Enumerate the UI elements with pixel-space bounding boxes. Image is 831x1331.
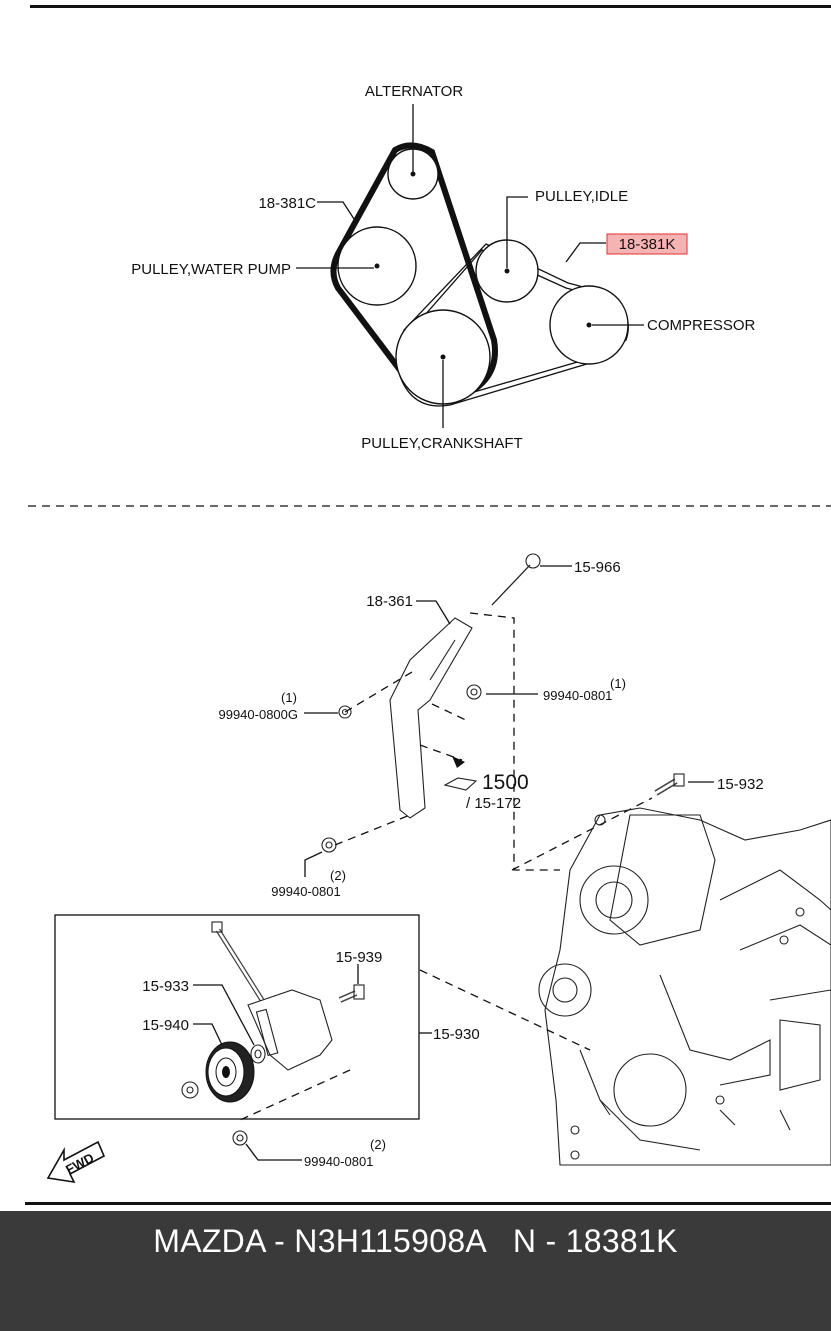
nut-99940-0800g — [338, 705, 352, 719]
label-15-940: 15-940 — [142, 1017, 189, 1034]
label-15-939: 15-939 — [336, 949, 383, 966]
tensioner-bolt — [211, 921, 265, 1002]
label-nut-right: 99940-0801 — [543, 688, 612, 703]
label-water-pump: PULLEY,WATER PUMP — [131, 261, 291, 278]
label-nut-bottom: 99940-0801 — [304, 1154, 373, 1169]
label-18-361: 18-361 — [366, 593, 413, 610]
fwd-arrow-icon — [46, 1140, 106, 1184]
bolt-15-939 — [338, 984, 365, 1003]
washer-15-933 — [250, 1044, 266, 1064]
belt-18-381c — [330, 142, 498, 396]
top-border — [30, 5, 831, 8]
label-nut-mid: 99940-0801 — [271, 884, 340, 899]
label-fwd: FWD — [63, 1150, 96, 1177]
label-15-930: 15-930 — [433, 1026, 480, 1043]
nut-99940-0801-bottom — [232, 1130, 248, 1146]
tensioner-bracket — [247, 989, 333, 1071]
label-nut-mid-qty: (2) — [330, 868, 346, 883]
nut-99940-0801-right — [466, 684, 482, 700]
footer-part-number: MAZDA - N3H115908A N - 18381K — [153, 1223, 678, 1259]
label-nut-left: 99940-0800G — [218, 707, 298, 722]
bolt-15-932 — [654, 773, 685, 796]
pulley-15-940 — [205, 1041, 255, 1103]
label-nut-bottom-qty: (2) — [370, 1137, 386, 1152]
label-ref-15-172: / 15-172 — [466, 795, 521, 812]
label-crankshaft: PULLEY,CRANKSHAFT — [361, 435, 522, 452]
reference-arrow-icon — [443, 777, 478, 791]
label-belt-18-381c: 18-381C — [258, 195, 316, 212]
bracket-18-361 — [389, 617, 473, 819]
tensioner-nut — [181, 1081, 199, 1099]
footer-bar: MAZDA - N3H115908A N - 18381K — [0, 1211, 831, 1331]
highlight-18-381k — [606, 233, 688, 255]
bottom-border — [25, 1202, 831, 1205]
label-15-966: 15-966 — [574, 559, 621, 576]
label-pulley-idle: PULLEY,IDLE — [535, 188, 628, 205]
exploded-view: 15-966 18-361 (1) 99940-0800G (1) 99940-… — [46, 553, 831, 1184]
label-nut-left-qty: (1) — [281, 690, 297, 705]
label-15-933: 15-933 — [142, 978, 189, 995]
label-compressor: COMPRESSOR — [647, 317, 756, 334]
label-belt-18-381k: 18-381K — [619, 236, 676, 253]
label-ref-1500: 1500 — [482, 771, 529, 794]
engine-block — [538, 807, 831, 1166]
belt-layout: ALTERNATOR 18-381C PULLEY,IDLE 18-381K P… — [131, 83, 755, 452]
bolt-15-966 — [491, 553, 541, 606]
label-15-932: 15-932 — [717, 776, 764, 793]
label-alternator: ALTERNATOR — [365, 83, 464, 100]
nut-99940-0801-mid — [321, 837, 337, 853]
tensioner-assembly-box — [54, 914, 420, 1120]
label-nut-right-qty: (1) — [610, 676, 626, 691]
